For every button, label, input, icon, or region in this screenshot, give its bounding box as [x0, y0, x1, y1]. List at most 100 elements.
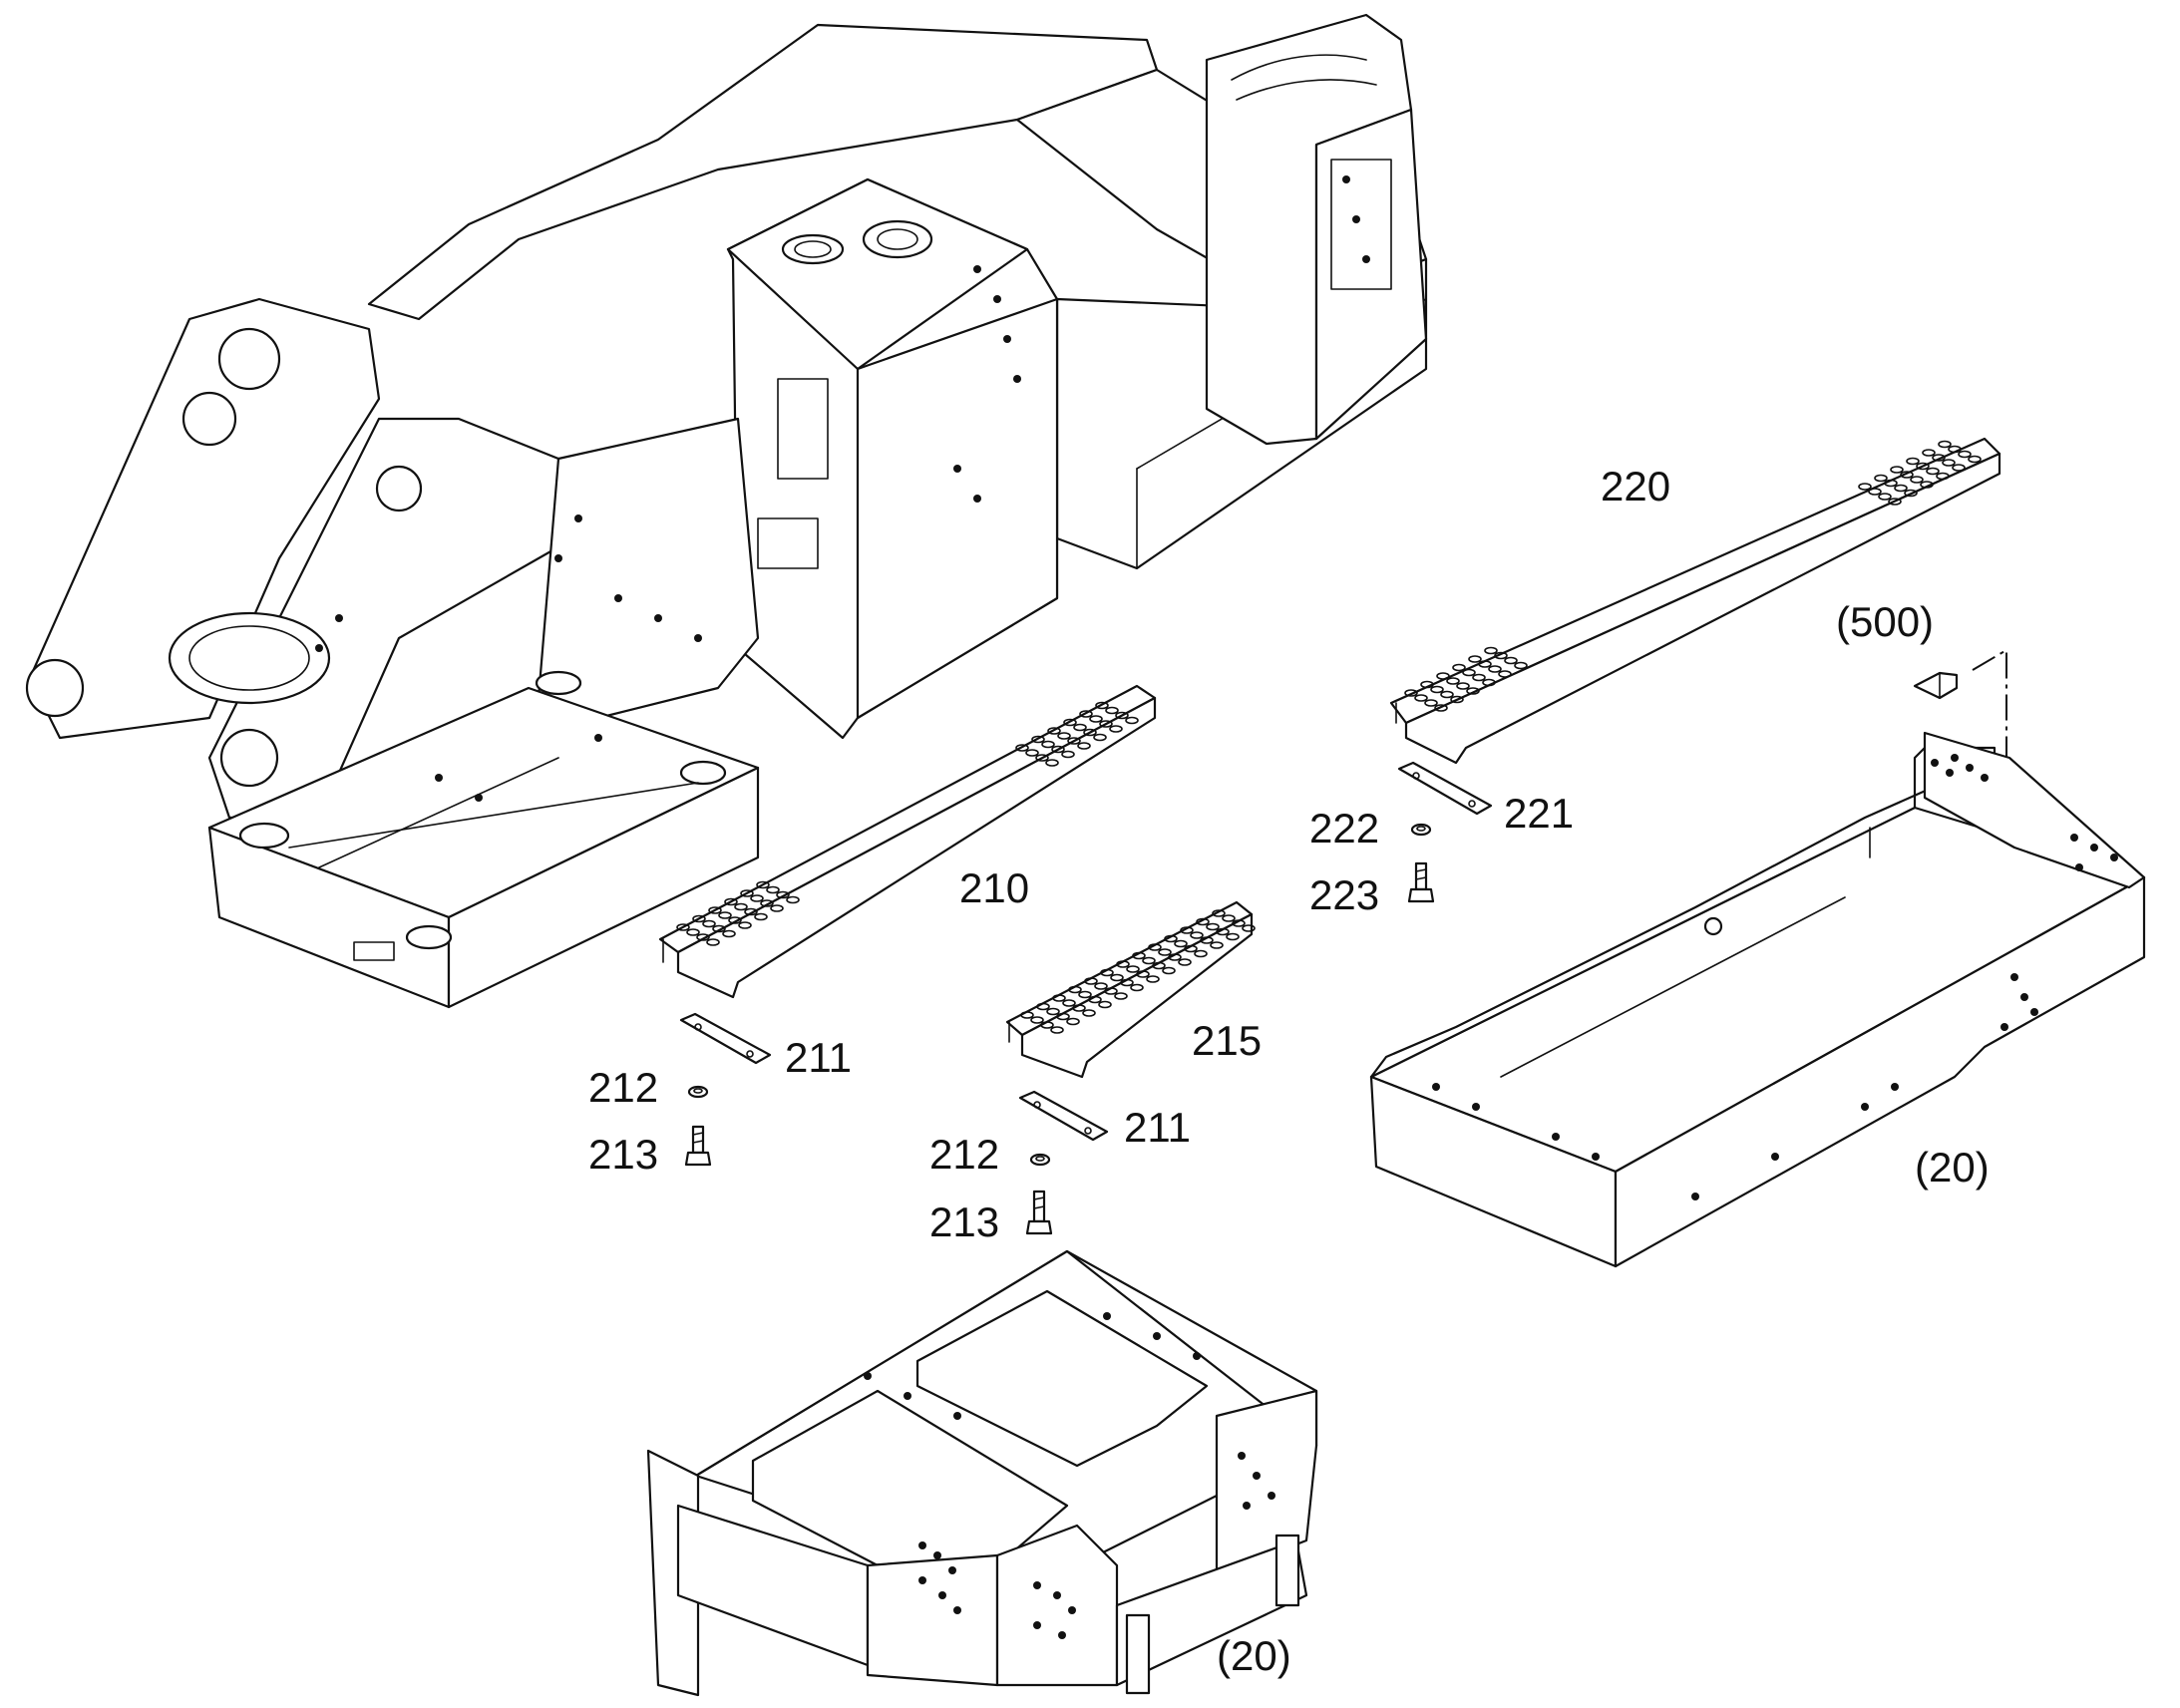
bolt-hole	[1981, 774, 1989, 782]
bolt-hole	[1103, 1312, 1111, 1320]
bolt-hole	[1003, 335, 1011, 343]
tread-215-hole	[1116, 960, 1130, 968]
bolt-hole	[1861, 1103, 1869, 1111]
tread-220-near-hole	[1498, 670, 1512, 678]
callout-221: 221	[1504, 790, 1574, 837]
bolt-hole	[315, 644, 323, 652]
bolt-hole	[973, 265, 981, 273]
tread-220-far-hole	[1948, 445, 1962, 454]
tread-210-far-hole	[1105, 706, 1119, 715]
tread-215-hole	[1100, 968, 1114, 977]
tread-220-near-hole	[1484, 646, 1498, 655]
step-plate-220	[1389, 437, 2001, 765]
tread-220-near-hole	[1468, 655, 1482, 663]
tread-210-far-hole	[1125, 716, 1139, 725]
foot-pin-hole-1	[25, 658, 85, 718]
tread-215-hole	[1130, 983, 1144, 992]
tread-215-hole	[1068, 985, 1082, 994]
filler-cap-2	[862, 219, 933, 259]
tread-220-far-hole	[1932, 454, 1946, 462]
tread-220-near-hole	[1462, 668, 1476, 677]
tread-210-near-hole	[754, 912, 768, 921]
bolt-hole	[1238, 1452, 1246, 1460]
cw-bottom-block-2	[915, 1289, 1209, 1468]
tread-215-hole	[1072, 1004, 1086, 1012]
tread-215-hole	[1162, 966, 1176, 975]
main-frame-assembly	[25, 13, 1428, 1009]
tread-210-near-hole	[738, 921, 752, 929]
bolt-hole	[1592, 1153, 1600, 1161]
tread-220-near-hole	[1424, 699, 1438, 707]
tread-215-hole	[1046, 1007, 1060, 1016]
tread-210-near-hole	[756, 880, 770, 889]
tread-220-far-hole	[1888, 498, 1902, 506]
tread-215-hole	[1196, 917, 1210, 926]
washer-222	[1410, 823, 1432, 837]
washer-212-a	[687, 1085, 709, 1099]
tread-215-hole	[1168, 953, 1182, 961]
bolt-hole	[1771, 1153, 1779, 1161]
tread-210-near-hole	[728, 916, 742, 924]
tread-210-near-hole	[686, 928, 700, 936]
tread-220-far-hole	[1942, 459, 1956, 467]
tread-215-hole	[1088, 995, 1102, 1004]
tread-210-near-hole	[696, 933, 710, 941]
bolt-hole	[594, 734, 602, 742]
cw-bottom-front-plate	[866, 1553, 999, 1687]
tread-215-hole	[1226, 932, 1240, 941]
bolt-hole	[1243, 1502, 1251, 1510]
bolt-hole	[1362, 255, 1370, 263]
tread-220-near-hole	[1482, 678, 1496, 687]
bolt-hole	[1153, 1332, 1161, 1340]
tread-220-far-hole	[1858, 483, 1872, 491]
tread-220-near-hole	[1440, 690, 1454, 699]
tread-220-near-hole	[1466, 687, 1480, 695]
bolt-hole	[918, 1541, 926, 1549]
bolt-hole	[904, 1392, 911, 1400]
tread-220-far-hole	[1936, 472, 1950, 481]
tread-210-far-hole	[1047, 727, 1061, 735]
bolt-hole	[1951, 754, 1959, 762]
tread-210-near-hole	[702, 919, 716, 928]
tread-220-far-hole	[1958, 450, 1972, 459]
bolt-hole	[1033, 1621, 1041, 1629]
bolt-hole	[2075, 863, 2083, 871]
rear-housing-side	[1314, 108, 1428, 441]
tread-210-near-hole	[750, 894, 764, 902]
tread-210-near-hole	[712, 924, 726, 933]
tread-215-hole	[1232, 919, 1246, 927]
tread-220-far-hole	[1884, 479, 1898, 488]
tread-215-hole	[1040, 1021, 1054, 1029]
counterweight-frame-right	[1369, 731, 2146, 1268]
callout-20-right: (20)	[1915, 1144, 1990, 1191]
tread-220-near-hole	[1436, 672, 1450, 680]
tread-210-near-hole	[722, 929, 736, 938]
tread-210-near-hole	[734, 902, 748, 911]
bolt-hole	[1013, 375, 1021, 383]
tread-215-hole	[1098, 1000, 1112, 1009]
tread-210-far-hole	[1061, 750, 1075, 759]
tread-215-hole	[1190, 931, 1204, 939]
tread-220-far-hole	[1904, 489, 1918, 498]
bolt-hole	[2010, 973, 2018, 981]
washer-212-b	[1029, 1153, 1051, 1167]
callout-213-b: 213	[929, 1198, 999, 1245]
tread-210-near-hole	[718, 911, 732, 919]
tread-215-hole	[1210, 941, 1224, 949]
tread-210-far-hole	[1045, 759, 1059, 767]
bolt-213-a	[684, 1125, 712, 1167]
tread-215-hole	[1132, 951, 1146, 960]
tread-210-near-hole	[740, 889, 754, 897]
tread-215-hole	[1084, 977, 1098, 985]
tread-210-far-hole	[1099, 720, 1113, 728]
bolt-hole	[654, 614, 662, 622]
assembly-center-line	[1972, 648, 2007, 849]
bolt-hole	[1946, 769, 1954, 777]
tread-220-near-hole	[1434, 704, 1448, 712]
bolt-hole	[1268, 1492, 1275, 1500]
tread-220-far-hole	[1906, 457, 1920, 466]
tread-210-far-hole	[1015, 744, 1029, 752]
tread-215-hole	[1110, 973, 1124, 982]
bracket-211-a	[679, 1012, 772, 1065]
